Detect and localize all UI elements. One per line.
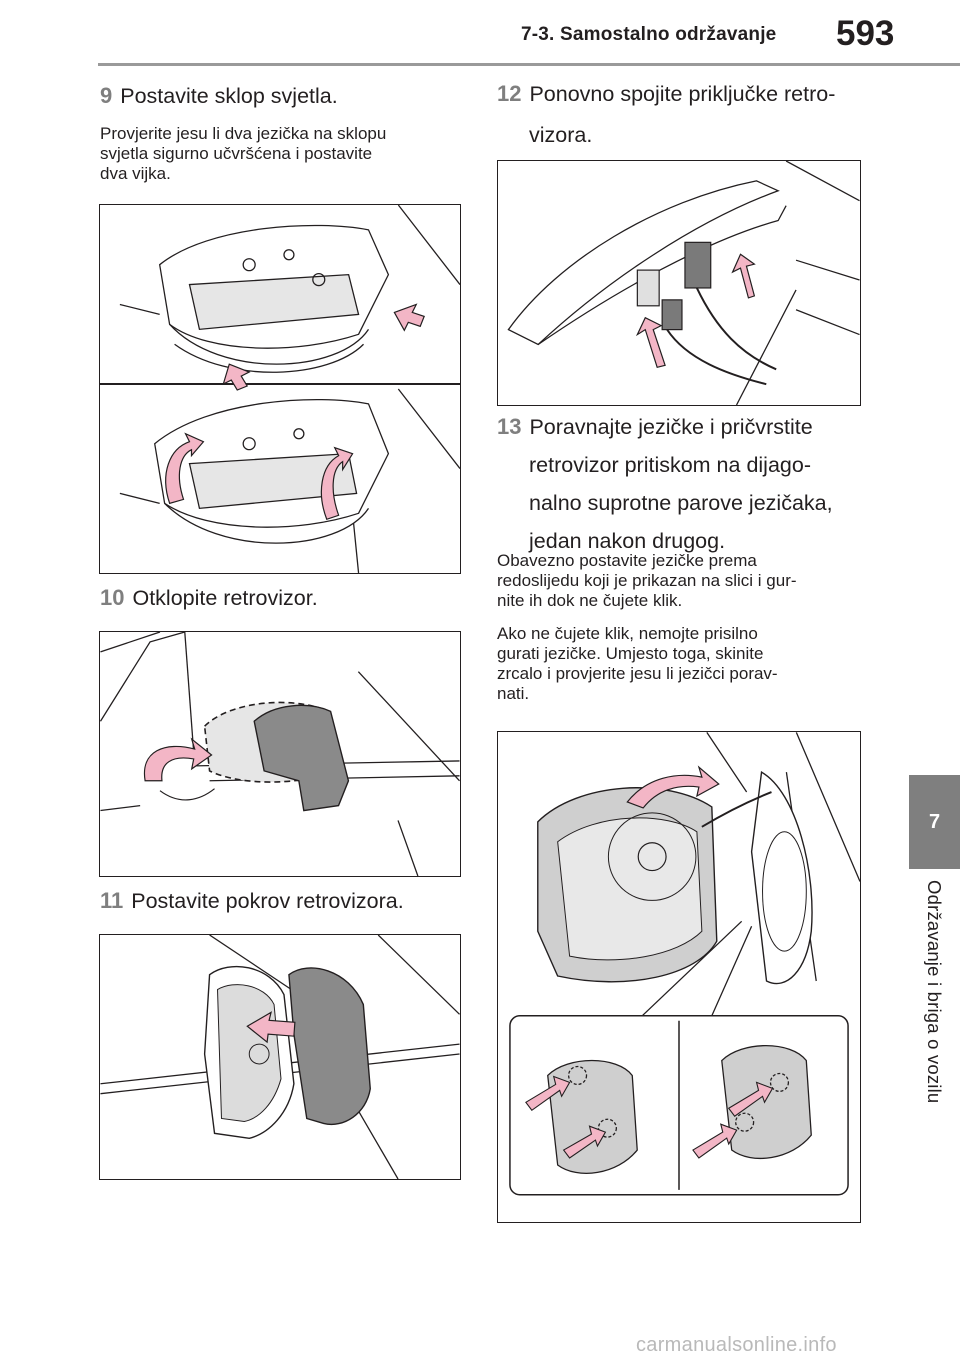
note-line: nite ih dok ne čujete klik. [497, 591, 683, 610]
note-line: Ako ne čujete klik, nemojte prisilno [497, 624, 758, 643]
note-line: redoslijedu koji je prikazan na slici i … [497, 571, 797, 590]
step-9: 9 Postavite sklop svjetla. [100, 77, 338, 115]
figure-fold-mirror [99, 631, 461, 877]
fold-mirror-illustration [100, 632, 460, 876]
step-text: Poravnajte jezičke i pričvrstite [529, 415, 813, 439]
figure-connectors [497, 160, 861, 406]
step-text: Otklopite retrovizor. [132, 586, 318, 610]
step-text-cont: vizora. [529, 123, 593, 147]
note-step9: Provjerite jesu li dva jezička na sklopu… [100, 124, 386, 184]
step-number: 10 [100, 585, 125, 610]
page-number: 593 [836, 14, 895, 53]
chapter-tab: 7 [909, 775, 960, 869]
note-line: nati. [497, 684, 530, 703]
install-mirror-illustration [509, 732, 860, 1196]
mirror-cover-illustration [100, 935, 460, 1179]
step-text-line: jedan nakon drugog. [529, 529, 726, 553]
figure-install-mirror [497, 731, 861, 1223]
step-text-line: retrovizor pritiskom na dijago- [529, 453, 811, 477]
step-number: 13 [497, 414, 522, 439]
figure-light-assembly [99, 204, 461, 574]
note-line: Provjerite jesu li dva jezička na sklopu [100, 124, 387, 143]
note-step13-b: Ako ne čujete klik, nemojte prisilno gur… [497, 624, 778, 704]
note-line: zrcalo i provjerite jesu li jezičci pora… [497, 664, 778, 683]
step-number: 9 [100, 83, 113, 108]
chapter-title: Održavanje i briga o vozilu [924, 880, 945, 1104]
note-line: dva vijka. [100, 164, 171, 183]
step-12: 12 Ponovno spojite priključke retro- viz… [497, 75, 835, 154]
step-text-line: nalno suprotne parove jezičaka, [529, 491, 833, 515]
step-13: 13 Poravnajte jezičke i pričvrstite retr… [497, 408, 833, 560]
step-number: 11 [100, 888, 124, 913]
note-step13-a: Obavezno postavite jezičke prema redosli… [497, 551, 797, 611]
note-line: gurati jezičke. Umjesto toga, skinite [497, 644, 764, 663]
step-10: 10 Otklopite retrovizor. [100, 579, 318, 617]
step-text: Postavite sklop svjetla. [120, 84, 338, 108]
header-rule [98, 63, 960, 66]
light-assembly-illustration [100, 205, 460, 573]
step-text: Postavite pokrov retrovizora. [131, 889, 404, 913]
note-line: svjetla sigurno učvršćena i postavite [100, 144, 373, 163]
step-11: 11 Postavite pokrov retrovizora. [100, 882, 404, 920]
chapter-label: Održavanje i briga o vozilu [906, 880, 960, 1160]
note-line: Obavezno postavite jezičke prema [497, 551, 757, 570]
step-number: 12 [497, 81, 522, 106]
section-title: 7-3. Samostalno održavanje [521, 24, 777, 45]
connectors-illustration [507, 161, 860, 405]
figure-mirror-cover [99, 934, 461, 1180]
chapter-number: 7 [928, 810, 941, 833]
step-text: Ponovno spojite priključke retro- [529, 82, 836, 106]
watermark: carmanualsonline.info [636, 1334, 837, 1356]
